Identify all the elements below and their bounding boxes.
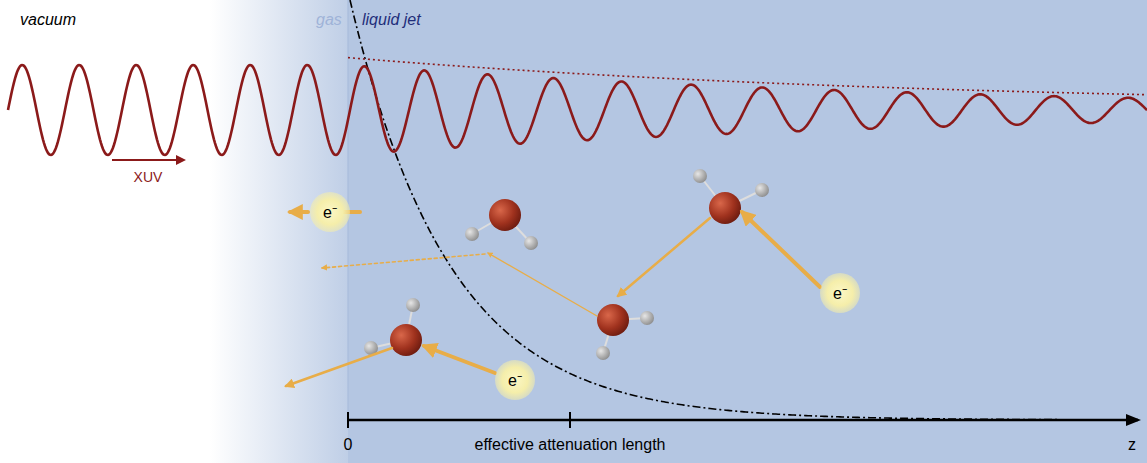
electron-circle: e⁻ [820, 273, 860, 313]
electron-path [322, 254, 485, 268]
electron-label: e⁻ [508, 369, 522, 391]
electron-path [488, 253, 597, 316]
z-axis [348, 419, 1138, 422]
water-molecule [465, 199, 538, 250]
liquid-region [348, 0, 1147, 463]
axis-label: z [1128, 437, 1136, 453]
region-label: gas [316, 12, 342, 28]
beam-label: XUV [134, 170, 163, 184]
axis-tick [569, 412, 571, 428]
electron-label: e⁻ [323, 201, 337, 223]
xuv-wave [8, 65, 1147, 155]
electron-circle: e⁻ [495, 360, 535, 400]
axis-label: 0 [344, 437, 353, 453]
electron-path [290, 210, 308, 214]
envelope-line [348, 58, 1144, 95]
electron-label: e⁻ [833, 282, 847, 304]
axis-tick [347, 412, 349, 428]
water-molecule [596, 304, 654, 360]
electron-path [286, 348, 392, 386]
axis-label: effective attenuation length [475, 437, 666, 453]
electron-path [618, 218, 710, 296]
attenuation-curve [350, 0, 1060, 420]
region-label: vacuum [20, 12, 76, 28]
electron-path [424, 346, 495, 373]
region-label: liquid jet [362, 12, 421, 28]
xuv-arrow [112, 159, 184, 161]
water-molecule [693, 169, 769, 224]
electron-path [742, 212, 820, 287]
electron-circle: e⁻ [310, 192, 350, 232]
